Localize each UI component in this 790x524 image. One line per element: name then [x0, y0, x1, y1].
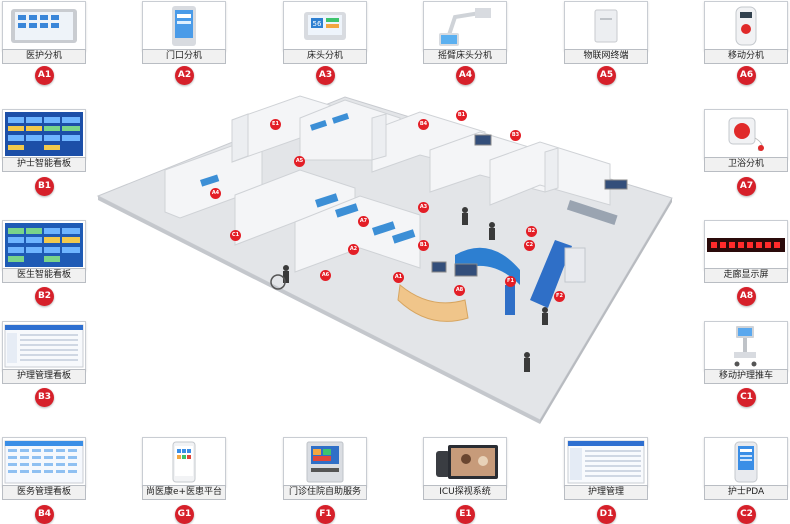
scene-marker[interactable]: A8: [454, 285, 465, 296]
device-card-a4[interactable]: 摇臂床头分机: [423, 1, 507, 65]
device-label: 门口分机: [142, 49, 226, 64]
device-badge: B3: [35, 388, 54, 407]
device-card-a5[interactable]: 物联网终端: [564, 1, 648, 65]
device-label: 护理管理: [564, 485, 648, 500]
device-badge: F1: [316, 505, 335, 524]
bedside-terminal-icon: 56: [283, 1, 367, 51]
device-card-b4[interactable]: 医务管理看板: [2, 437, 86, 501]
pda-icon: [704, 437, 788, 487]
scene-marker[interactable]: A5: [294, 156, 305, 167]
device-label: 尚医康e+医患平台: [142, 485, 226, 500]
device-label: 护理管理看板: [2, 369, 86, 384]
scene-marker[interactable]: B1: [418, 240, 429, 251]
device-label: 移动分机: [704, 49, 788, 64]
svg-text:56: 56: [313, 20, 322, 28]
device-card-b3[interactable]: 护理管理看板: [2, 321, 86, 385]
device-card-c2[interactable]: 护士PDA: [704, 437, 788, 501]
bathroom-button-icon: [704, 109, 788, 159]
device-label: 卫浴分机: [704, 157, 788, 172]
device-badge: A1: [35, 66, 54, 85]
scene-marker[interactable]: A3: [418, 202, 429, 213]
scene-marker[interactable]: A7: [358, 216, 369, 227]
doctor-board-icon: [2, 220, 86, 270]
device-label: 医务管理看板: [2, 485, 86, 500]
device-card-c1[interactable]: 移动护理推车: [704, 321, 788, 385]
device-label: ICU探视系统: [423, 485, 507, 500]
device-badge: A8: [737, 287, 756, 306]
scene-marker[interactable]: A1: [393, 272, 404, 283]
device-badge: D1: [597, 505, 616, 524]
device-card-a7[interactable]: 卫浴分机: [704, 109, 788, 173]
phone-app-icon: [142, 437, 226, 487]
scene-marker[interactable]: E1: [270, 119, 281, 130]
device-label: 门诊住院自助服务: [283, 485, 367, 500]
device-card-a8[interactable]: 走廊显示屏: [704, 220, 788, 284]
management-software-icon: [564, 437, 648, 487]
swing-arm-terminal-icon: [423, 1, 507, 51]
device-card-e1[interactable]: ICU探视系统: [423, 437, 507, 501]
device-label: 护士智能看板: [2, 157, 86, 172]
device-label: 床头分机: [283, 49, 367, 64]
scene-marker[interactable]: C2: [524, 240, 535, 251]
video-phone-icon: [423, 437, 507, 487]
scene-marker[interactable]: B4: [418, 119, 429, 130]
scene-marker[interactable]: B1: [456, 110, 467, 121]
device-card-a1[interactable]: 医护分机: [2, 1, 86, 65]
device-badge: C1: [737, 388, 756, 407]
iot-terminal-icon: [564, 1, 648, 51]
scene-marker[interactable]: F2: [554, 291, 565, 302]
tablet-intercom-icon: [2, 1, 86, 51]
device-card-a6[interactable]: 移动分机: [704, 1, 788, 65]
device-card-a3[interactable]: 56 床头分机: [283, 1, 367, 65]
nursing-cart-icon: [704, 321, 788, 371]
device-badge: A7: [737, 177, 756, 196]
device-card-f1[interactable]: 门诊住院自助服务: [283, 437, 367, 501]
device-card-b2[interactable]: 医生智能看板: [2, 220, 86, 284]
device-label: 走廊显示屏: [704, 268, 788, 283]
device-card-d1[interactable]: 护理管理: [564, 437, 648, 501]
device-label: 移动护理推车: [704, 369, 788, 384]
nurse-board-icon: [2, 109, 86, 159]
scene-marker[interactable]: A2: [348, 244, 359, 255]
device-badge: B4: [35, 505, 54, 524]
nursing-board-icon: [2, 321, 86, 371]
scene-marker[interactable]: B3: [510, 130, 521, 141]
device-label: 医护分机: [2, 49, 86, 64]
device-badge: C2: [737, 505, 756, 524]
device-card-a2[interactable]: 门口分机: [142, 1, 226, 65]
device-card-g1[interactable]: 尚医康e+医患平台: [142, 437, 226, 501]
device-badge: G1: [175, 505, 194, 524]
device-card-b1[interactable]: 护士智能看板: [2, 109, 86, 173]
mobile-extension-icon: [704, 1, 788, 51]
device-label: 医生智能看板: [2, 268, 86, 283]
device-badge: B2: [35, 287, 54, 306]
kiosk-icon: [283, 437, 367, 487]
device-label: 护士PDA: [704, 485, 788, 500]
device-label: 摇臂床头分机: [423, 49, 507, 64]
scene-marker[interactable]: B2: [526, 226, 537, 237]
scene-marker[interactable]: A4: [210, 188, 221, 199]
device-badge: A5: [597, 66, 616, 85]
device-badge: A6: [737, 66, 756, 85]
door-terminal-icon: [142, 1, 226, 51]
device-badge: B1: [35, 177, 54, 196]
device-badge: A2: [175, 66, 194, 85]
scene-marker[interactable]: C1: [230, 230, 241, 241]
scene-marker[interactable]: F1: [505, 276, 516, 287]
device-badge: A4: [456, 66, 475, 85]
corridor-led-icon: [704, 220, 788, 270]
device-label: 物联网终端: [564, 49, 648, 64]
device-badge: A3: [316, 66, 335, 85]
device-badge: E1: [456, 505, 475, 524]
scene-marker[interactable]: A6: [320, 270, 331, 281]
medical-board-icon: [2, 437, 86, 487]
